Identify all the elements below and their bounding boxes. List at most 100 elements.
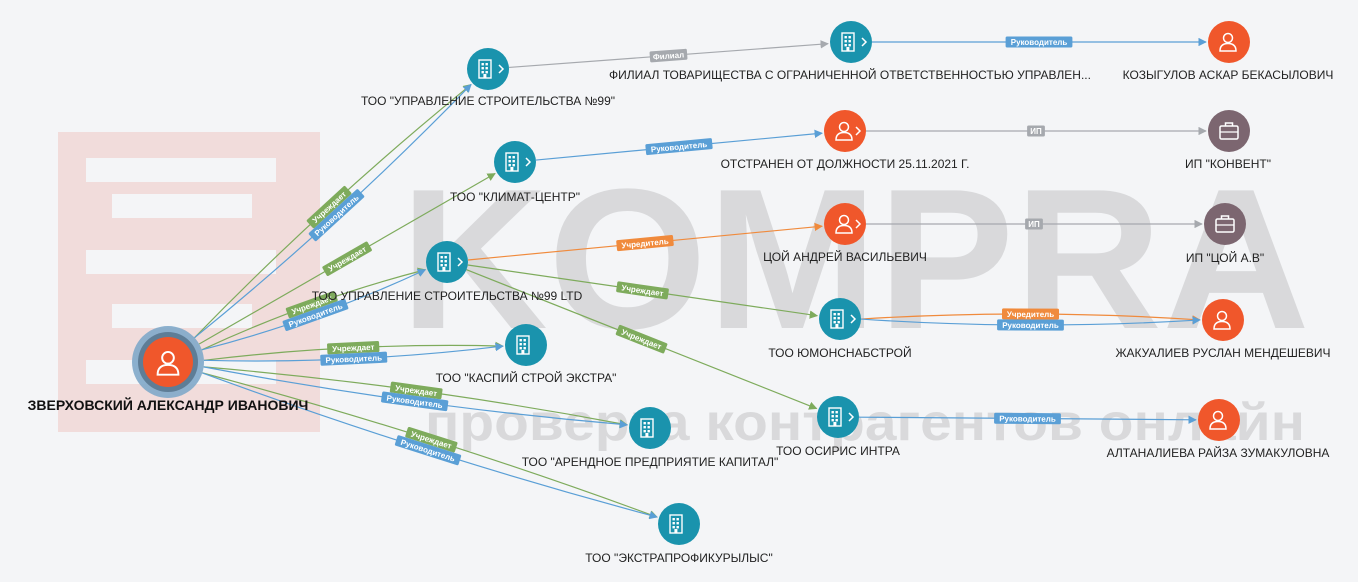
person-icon (1209, 410, 1227, 430)
node-otstranen[interactable] (824, 110, 866, 152)
edge-label-text: Руководитель (999, 414, 1056, 423)
edge-label-bg (994, 412, 1061, 425)
edge-label-rukovod: Руководитель (1005, 36, 1073, 48)
edge-label-bg (405, 426, 458, 453)
node-label-altan: АЛТАНАЛИЕВА РАЙЗА ЗУМАКУЛОВНА (1107, 445, 1330, 460)
building-icon (516, 335, 530, 355)
chevron-right-icon (525, 157, 532, 167)
edge-label-bg (282, 298, 349, 332)
edge-label-bg (327, 341, 380, 355)
edge-label-bg (616, 235, 674, 252)
node-filial[interactable] (830, 21, 872, 63)
kompra-watermark: KOMPRA проверка контрагентов онлайн (58, 132, 1310, 452)
node-label-ekstra: ТОО "ЭКСТРАПРОФИКУРЫЛЫС" (585, 551, 772, 565)
node-label-zhakual: ЖАКУАЛИЕВ РУСЛАН МЕНДЕШЕВИЧ (1115, 346, 1330, 360)
node-label-tsoy: ЦОЙ АНДРЕЙ ВАСИЛЬЕВИЧ (763, 249, 927, 264)
person-icon (835, 214, 853, 234)
node-c99[interactable] (467, 48, 509, 90)
edge-label-bg (320, 351, 388, 366)
chevron-right-icon (855, 219, 862, 229)
edge-label-rukovod: Руководитель (645, 138, 713, 156)
edge-c99ltd-tsoy-uchred_person: Учредитель (467, 222, 823, 261)
kompra-logo-mark (58, 132, 320, 432)
node-ekstra[interactable] (658, 503, 700, 545)
node-tsoy[interactable] (824, 203, 866, 245)
chevron-right-icon (861, 37, 868, 47)
edge-label-bg (997, 319, 1064, 331)
watermark-brand: KOMPRA (400, 148, 1310, 371)
node-label-arend: ТОО "АРЕНДНОЕ ПРЕДПРИЯТИЕ КАПИТАЛ" (522, 455, 779, 469)
building-icon (830, 309, 844, 329)
node-iptsoy[interactable] (1204, 203, 1246, 245)
edge-label-text: ИП (1028, 220, 1040, 229)
chevron-right-icon (498, 64, 505, 74)
edge-klimat-otstranen-rukovod: Руководитель (535, 129, 823, 161)
edge-label-bg (389, 381, 443, 400)
edge-label-text: Учредитель (1007, 310, 1054, 319)
edge-label-bg (615, 324, 668, 354)
node-label-iptsoy: ИП "ЦОЙ А.В" (1186, 250, 1264, 265)
node-label-c99: ТОО "УПРАВЛЕНИЕ СТРОИТЕЛЬСТВА №99" (361, 94, 615, 108)
building-icon (478, 59, 492, 79)
edge-label-bg (1025, 218, 1043, 230)
node-label-c99ltd: ТОО УПРАВЛЕНИЕ СТРОИТЕЛЬСТВА №99 LTD (312, 289, 583, 303)
edge-label-uchredit: Учреждает (322, 241, 372, 276)
edge-label-ip: ИП (1025, 218, 1043, 230)
edge-tsoy-iptsoy-ip: ИП (866, 218, 1203, 230)
edge-label-bg (649, 48, 688, 63)
edge-label-bg (1027, 125, 1045, 137)
edge-c99-filial-filial: Филиал (508, 40, 829, 69)
person-icon (1213, 310, 1231, 330)
edge-label-text: Учреждает (332, 343, 375, 354)
building-icon (669, 514, 683, 534)
edge-yumon-zhakual-rukovod: Руководитель (860, 316, 1201, 331)
node-root[interactable] (132, 326, 204, 398)
node-arend[interactable] (629, 407, 671, 449)
edge-label-bg (1002, 308, 1060, 320)
node-osiris[interactable] (817, 396, 859, 438)
node-label-root: ЗВЕРХОВСКИЙ АЛЕКСАНДР ИВАНОВИЧ (28, 396, 309, 413)
node-altan[interactable] (1198, 399, 1240, 441)
edge-otstranen-konvent-ip: ИП (866, 125, 1207, 137)
building-icon (828, 407, 842, 427)
chevron-right-icon (855, 126, 862, 136)
chevron-right-icon (850, 314, 857, 324)
node-label-kozygulov: КОЗЫГУЛОВ АСКАР БЕКАСЫЛОВИЧ (1123, 68, 1334, 82)
node-kozygulov[interactable] (1208, 21, 1250, 63)
edge-root-kaspiy-rukovod: Руководитель (203, 342, 504, 366)
edge-label-uchred_person: Учредитель (1002, 308, 1060, 320)
edge-label-bg (285, 291, 338, 319)
node-konvent[interactable] (1208, 110, 1250, 152)
edge-filial-kozygulov-rukovod: Руководитель (872, 36, 1207, 48)
edge-label-bg (1005, 36, 1073, 48)
edge-label-bg (381, 391, 449, 412)
building-icon (841, 32, 855, 52)
edge-label-rukovod: Руководитель (320, 351, 388, 366)
briefcase-icon (1219, 122, 1239, 140)
node-c99ltd[interactable] (426, 241, 468, 283)
building-icon (437, 252, 451, 272)
edge-label-uchredit: Учреждает (327, 341, 380, 355)
graph-labels: ЗВЕРХОВСКИЙ АЛЕКСАНДР ИВАНОВИЧ ТОО "УПРА… (28, 67, 1334, 565)
node-yumon[interactable] (819, 298, 861, 340)
edge-root-c99ltd-uchredit: Учреждает (201, 267, 427, 351)
node-zhakual[interactable] (1202, 299, 1244, 341)
edge-label-bg (322, 241, 372, 276)
edge-yumon-zhakual-uchred_person: Учредитель (860, 308, 1201, 324)
edge-label-uchred_person: Учредитель (616, 235, 674, 252)
node-kaspiy[interactable] (505, 324, 547, 366)
edge-osiris-altan-rukovod: Руководитель (858, 412, 1197, 425)
edge-label-text: Руководитель (1002, 321, 1059, 330)
chevron-right-icon (848, 412, 855, 422)
node-klimat[interactable] (494, 141, 536, 183)
edge-label-text: Руководитель (1011, 38, 1068, 47)
node-label-klimat: ТОО "КЛИМАТ-ЦЕНТР" (450, 190, 580, 204)
edge-label-text: Учреждает (327, 245, 368, 274)
edge-label-rukovod: Руководитель (994, 412, 1061, 425)
edge-label-text: Филиал (653, 50, 685, 61)
edge-label-bg (306, 186, 352, 229)
watermark-tagline: проверка контрагентов онлайн (425, 394, 1305, 452)
edge-label-text: ИП (1030, 127, 1042, 136)
edge-label-bg (616, 281, 669, 300)
